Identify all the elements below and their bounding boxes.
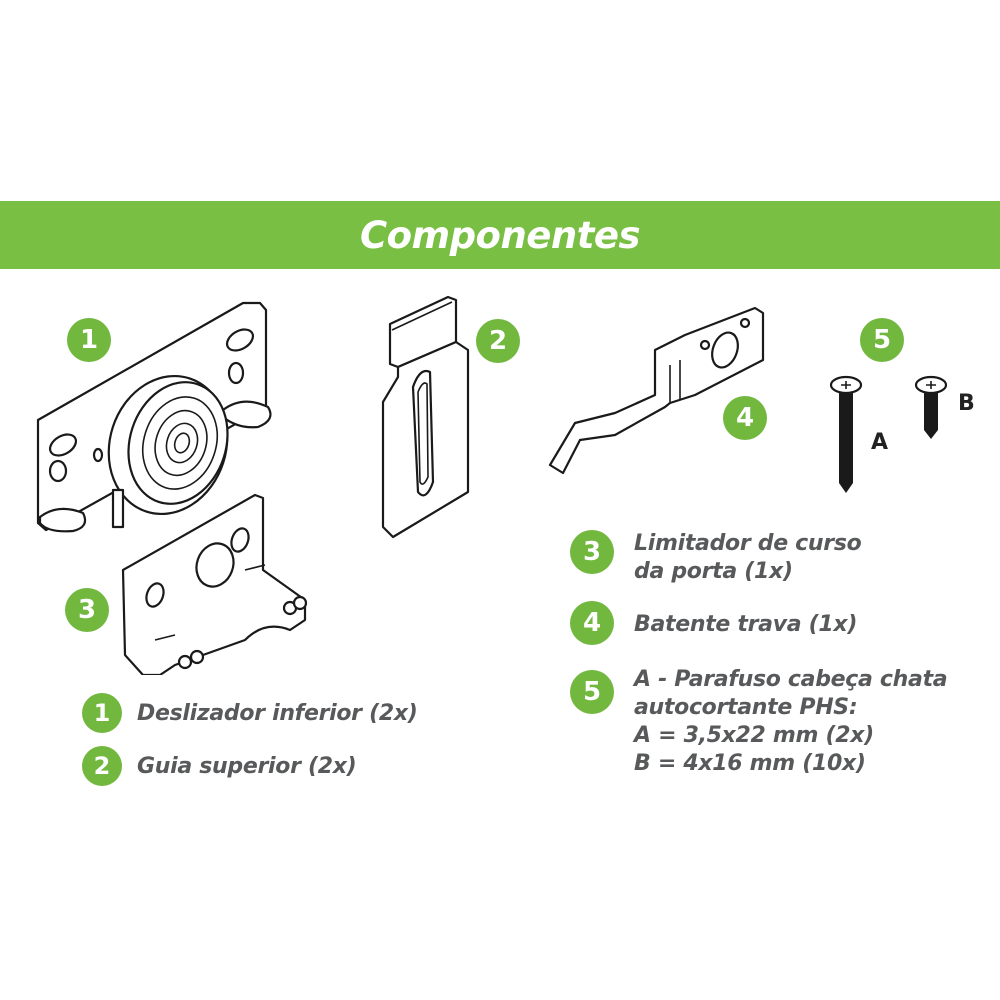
- stroke-limiter-illustration: [121, 493, 308, 675]
- legend-caption-4: Batente trava (1x): [634, 612, 858, 637]
- legend-badge-2: 2: [82, 746, 122, 786]
- legend-caption-3: Limitador de curso da porta (1x): [634, 531, 862, 584]
- latch-stop-illustration: [548, 306, 765, 475]
- legend-caption-2: Guia superior (2x): [137, 754, 357, 779]
- legend-badge-3: 3: [570, 530, 614, 574]
- legend-badge-4: 4: [570, 601, 614, 645]
- screw-b-label: B: [958, 391, 975, 416]
- legend-badge-5: 5: [570, 670, 614, 714]
- bottom-slider-illustration: [36, 301, 272, 533]
- figure-badge-1: 1: [67, 318, 111, 362]
- figure-badge-2: 2: [476, 319, 520, 363]
- figure-badge-5: 5: [860, 318, 904, 362]
- legend-caption-1: Deslizador inferior (2x): [137, 701, 418, 726]
- legend-caption-5: A - Parafuso cabeça chata autocortante P…: [634, 667, 948, 776]
- figure-badge-3: 3: [65, 588, 109, 632]
- page-title: Componentes: [359, 213, 641, 257]
- legend-badge-1: 1: [82, 693, 122, 733]
- screw-b-illustration: [914, 375, 948, 439]
- header-banner: Componentes: [0, 201, 1000, 269]
- top-guide-illustration: [381, 295, 470, 539]
- screw-a-illustration: [829, 375, 863, 493]
- screw-a-label: A: [871, 430, 889, 455]
- figure-badge-4: 4: [723, 396, 767, 440]
